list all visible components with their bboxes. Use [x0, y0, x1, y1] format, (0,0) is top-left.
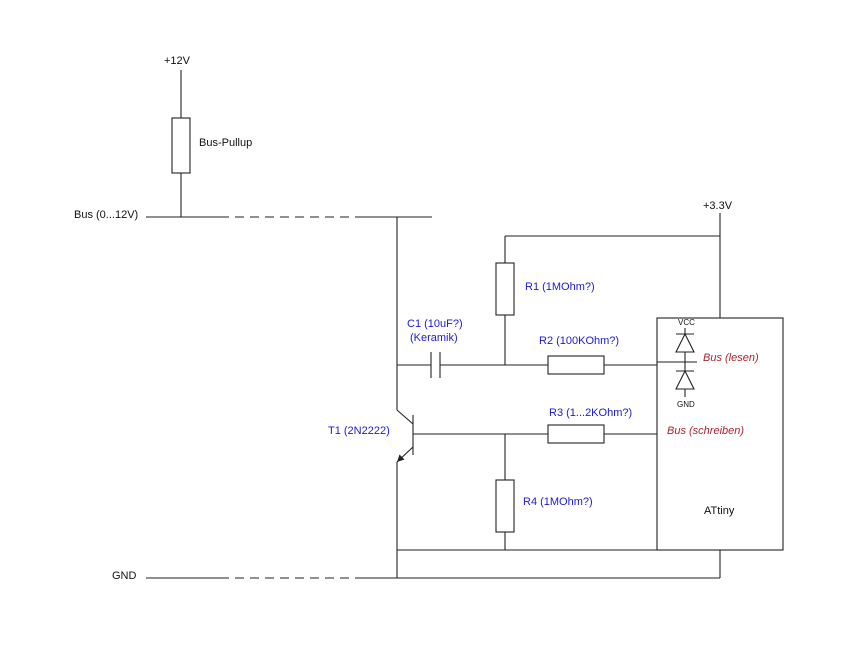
- supply-33v-branch: [495, 213, 721, 365]
- plus12v-label: +12V: [164, 55, 191, 67]
- bus-schreiben-label: Bus (schreiben): [667, 425, 744, 437]
- gnd-label: GND: [112, 570, 137, 582]
- c1-label-line1: C1 (10uF?): [407, 318, 463, 330]
- plus33v-label: +3.3V: [703, 200, 733, 212]
- r3-label: R3 (1...2KOhm?): [549, 407, 632, 419]
- r4-label: R4 (1MOhm?): [523, 496, 593, 508]
- bus-lesen-label: Bus (lesen): [703, 352, 759, 364]
- t1-label: T1 (2N2222): [328, 425, 390, 437]
- attiny-chip: [656, 317, 784, 551]
- gnd-line: [146, 550, 721, 579]
- bus-pullup-resistor: [171, 117, 191, 174]
- chip-vcc-label: VCC: [678, 318, 695, 327]
- r2-label: R2 (100KOhm?): [539, 335, 619, 347]
- attiny-chip-label: ATtiny: [704, 505, 735, 517]
- chip-gnd-label: GND: [677, 400, 695, 409]
- r1-resistor: [495, 262, 515, 316]
- r4-resistor: [495, 479, 515, 533]
- bus-pullup-label: Bus-Pullup: [199, 137, 252, 149]
- r2-resistor: [547, 355, 605, 375]
- t1-transistor: [396, 409, 548, 578]
- bus-label: Bus (0...12V): [74, 209, 138, 221]
- protection-diodes: [657, 328, 697, 397]
- c1-label-line2: (Keramik): [410, 332, 458, 344]
- r4-branch: [397, 434, 657, 551]
- r1-label: R1 (1MOhm?): [525, 281, 595, 293]
- r3-resistor: [547, 424, 605, 444]
- collector-node: [396, 217, 548, 410]
- pullup-branch: [171, 70, 191, 217]
